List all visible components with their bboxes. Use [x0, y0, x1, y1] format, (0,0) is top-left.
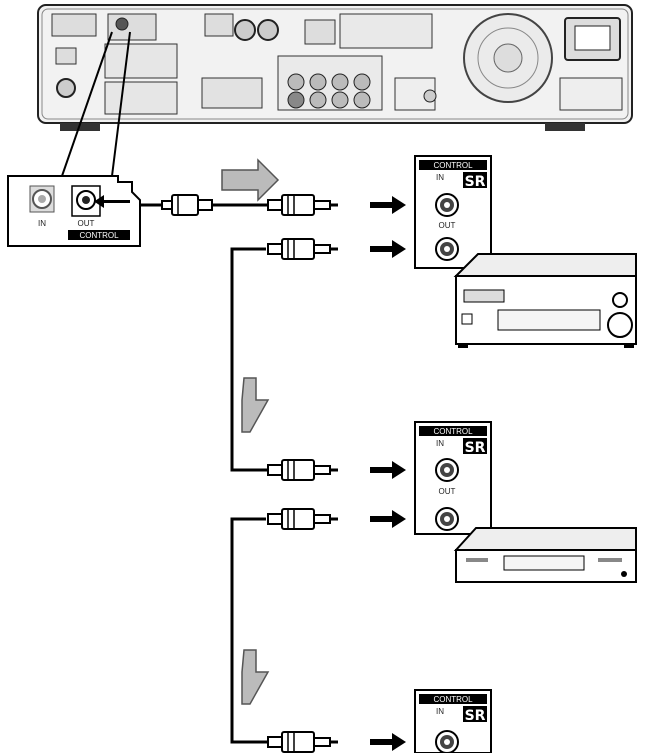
main-unit-control-jacks: IN OUT CONTROL — [7, 175, 141, 247]
device-1-out-label: OUT — [439, 221, 456, 230]
in-jack-label: IN — [38, 219, 46, 228]
device-3-control-panel: CONTROL IN SR — [414, 689, 492, 753]
plug-arrow-icon — [370, 510, 406, 528]
rca-jack-icon — [29, 185, 55, 213]
flow-arrow-icon — [221, 158, 280, 202]
plug-arrow-icon — [370, 461, 406, 479]
cable-main-to-device-1 — [140, 193, 406, 217]
device-2-in-label: IN — [436, 439, 444, 448]
device-1-in-label: IN — [436, 173, 444, 182]
device-2-illustration — [453, 527, 637, 583]
rca-jack-icon — [435, 730, 459, 753]
sr-logo — [463, 438, 487, 454]
device-2-panel-title: CONTROL — [433, 427, 473, 436]
rca-jack-icon — [435, 237, 459, 261]
plug-arrow-icon — [370, 733, 406, 751]
sr-logo — [463, 172, 487, 188]
device-3-in-label: IN — [436, 707, 444, 716]
svg-text:SR: SR — [465, 708, 486, 724]
device-1-illustration — [453, 253, 637, 348]
device-2-control-panel: CONTROL IN SR OUT — [414, 421, 492, 535]
svg-text:SR: SR — [465, 440, 486, 456]
rca-jack-icon — [435, 193, 459, 217]
out-jack-label: OUT — [78, 219, 95, 228]
main-unit-rear-panel — [37, 4, 633, 131]
device-1-panel-title: CONTROL — [433, 161, 473, 170]
plug-arrow-icon — [370, 240, 406, 258]
svg-text:SR: SR — [465, 174, 486, 190]
device-3-panel-title: CONTROL — [433, 695, 473, 704]
rca-jack-icon — [435, 458, 459, 482]
control-section-label: CONTROL — [79, 231, 119, 240]
cable-device-2-to-device-3 — [230, 507, 406, 753]
plug-arrow-icon — [370, 196, 406, 214]
device-2-out-label: OUT — [439, 487, 456, 496]
flow-arrow-icon — [241, 377, 270, 433]
sr-logo — [463, 706, 487, 722]
device-1-control-panel: CONTROL IN SR OUT — [414, 155, 492, 269]
cable-device-1-to-device-2 — [230, 237, 406, 482]
rca-jack-icon — [435, 507, 459, 531]
flow-arrow-icon — [241, 649, 270, 705]
control-section-bar — [68, 230, 130, 240]
